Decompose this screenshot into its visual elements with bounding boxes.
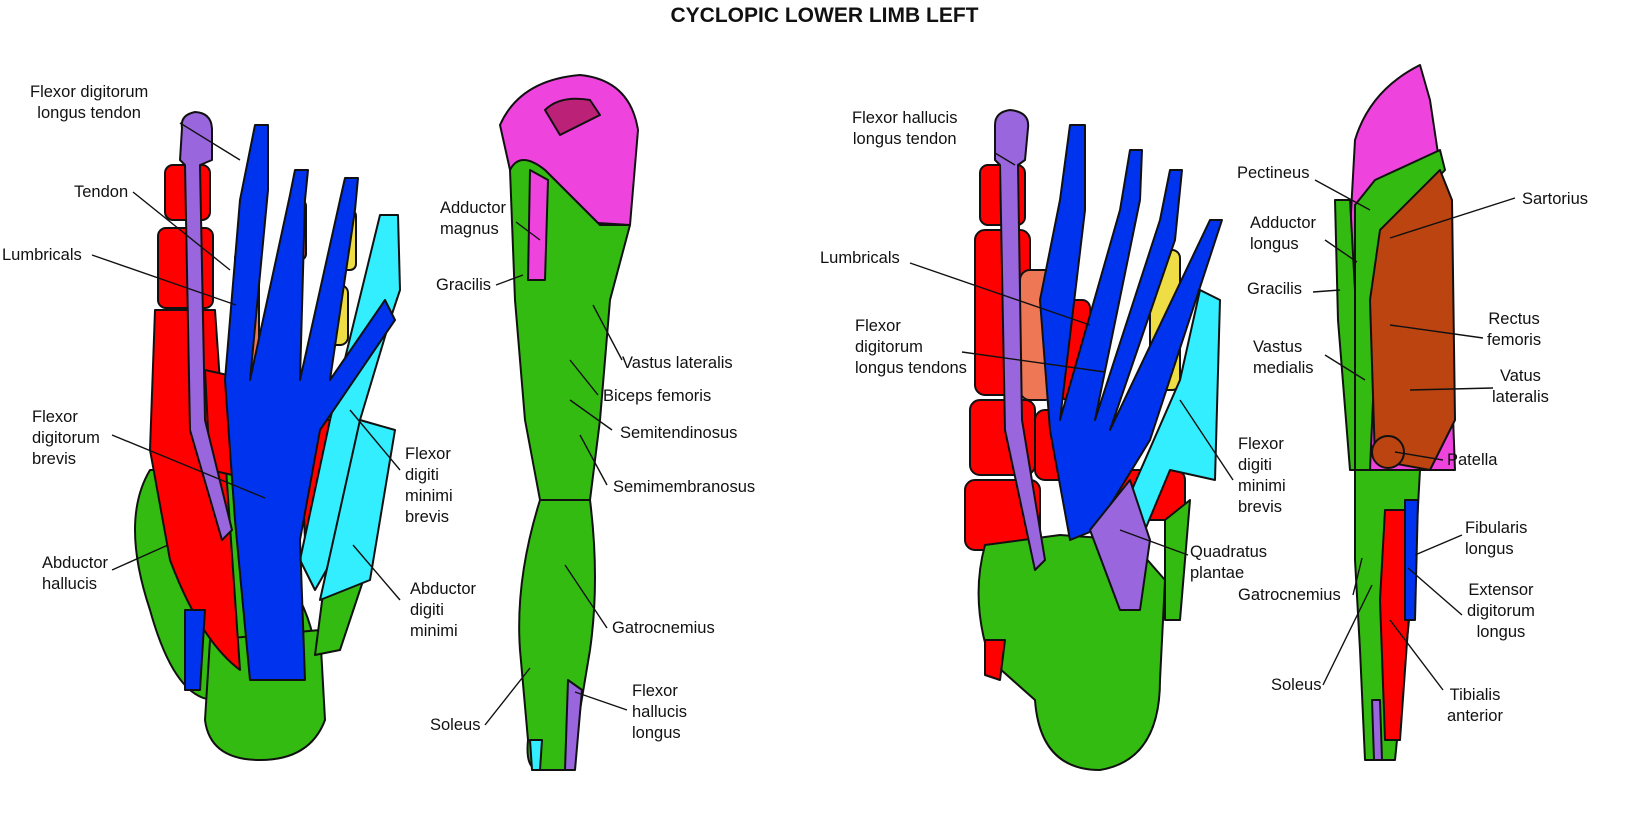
adductor-magnus — [527, 169, 549, 281]
figure-title: CYCLOPIC LOWER LIMB LEFT — [670, 4, 979, 27]
flexor-digitorum-longus-tendons — [224, 124, 396, 681]
label-fibularis-longus: Fibularis longus — [1465, 519, 1528, 558]
label-gracilis-4: Gracilis — [1247, 280, 1303, 298]
flexor-digitorum-longus-tendons-3 — [1039, 124, 1223, 541]
label-flexor-digiti-minimi-brevis: Flexor digiti minimi brevis — [405, 445, 453, 526]
leg-green — [518, 499, 596, 771]
panel-1-foot-plantar — [134, 111, 401, 761]
flexor-hallucis-longus — [564, 679, 583, 771]
label-patella: Patella — [1447, 451, 1498, 469]
label-flexor-hallucis-longus-tendon: Flexor hallucis longus tendon — [852, 109, 958, 148]
label-semimembranosus: Semimembranosus — [613, 478, 756, 496]
label-flexor-hallucis-longus: Flexor hallucis longus — [632, 682, 688, 742]
label-vatus-lateralis: Vatus lateralis — [1492, 367, 1549, 406]
panel-3-foot-deep — [964, 109, 1223, 771]
label-biceps-femoris: Biceps femoris — [603, 387, 712, 405]
label-tendon: Tendon — [74, 183, 129, 201]
label-lumbricals: Lumbricals — [2, 246, 82, 264]
label-sartorius: Sartorius — [1522, 190, 1589, 208]
label-gatrocnemius-4: Gatrocnemius — [1238, 586, 1341, 604]
label-soleus: Soleus — [430, 716, 481, 734]
label-semitendinosus: Semitendinosus — [620, 424, 738, 442]
leader-lines — [91, 122, 1516, 726]
label-gatrocnemius: Gatrocnemius — [612, 619, 715, 637]
label-flexor-digitorum-longus-tendons: Flexor digitorum longus tendons — [855, 317, 967, 377]
label-flexor-digitorum-brevis: Flexor digitorum brevis — [32, 408, 100, 468]
label-rectus-femoris: Rectus femoris — [1487, 310, 1542, 349]
label-tibialis-anterior: Tibialis anterior — [1447, 686, 1503, 725]
label-abductor-hallucis: Abductor hallucis — [42, 554, 109, 593]
label-flexor-digitorum-longus-tendon: Flexor digitorum longus tendon — [30, 83, 149, 122]
label-abductor-digiti-minimi: Abductor digiti minimi — [410, 580, 477, 640]
rectus-femoris — [1369, 169, 1456, 471]
label-extensor-digitorum-longus: Extensor digitorum longus — [1467, 581, 1535, 641]
panel-4-leg-anterior — [1334, 64, 1456, 761]
label-adductor-longus: Adductor longus — [1250, 214, 1317, 253]
flexor-hallucis-longus-tendon-3 — [994, 109, 1046, 571]
panel-2-leg-posterior — [499, 74, 639, 771]
label-vastus-medialis: Vastus medialis — [1253, 338, 1314, 377]
label-soleus-4: Soleus — [1271, 676, 1322, 694]
label-gracilis: Gracilis — [436, 276, 492, 294]
label-adductor-magnus: Adductor magnus — [440, 199, 507, 238]
patella — [1371, 435, 1405, 469]
flexor-hallucis-longus-tendon — [179, 111, 233, 541]
label-quadratus-plantae: Quadratus plantae — [1190, 543, 1268, 582]
label-vastus-lateralis: Vastus lateralis — [622, 354, 733, 372]
label-flexor-digiti-minimi-brevis-3: Flexor digiti minimi brevis — [1238, 435, 1286, 516]
label-pectineus: Pectineus — [1237, 164, 1310, 182]
quadratus-plantae — [1089, 479, 1151, 611]
label-lumbricals-3: Lumbricals — [820, 249, 900, 267]
